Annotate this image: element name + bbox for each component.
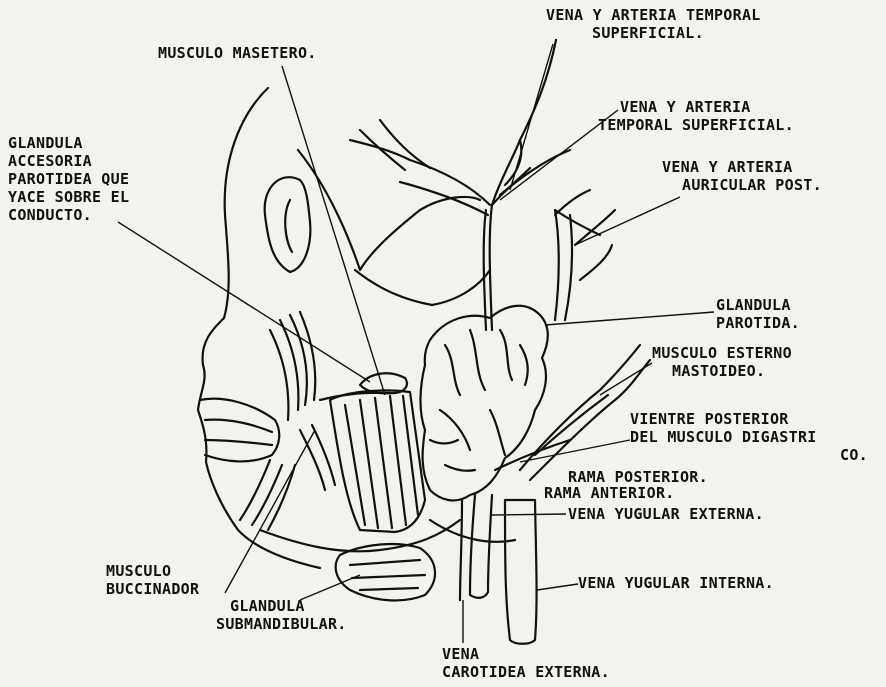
label-line: PAROTIDA. [716,314,800,332]
leader-masetero [282,66,385,395]
label-musculo-buccinador: MUSCULO BUCCINADOR [106,562,199,598]
external-jugular-vein [470,495,492,598]
leader-yugular-int [537,584,578,590]
leader-accesoria [118,222,370,382]
label-line: ACCESORIA [8,152,129,170]
leader-buccinador [225,430,315,593]
label-line: CAROTIDEA EXTERNA. [442,663,610,681]
label-esterno-mastoideo: MUSCULO ESTERNO MASTOIDEO. [652,344,792,380]
leader-temporal-top [510,44,553,190]
label-line: VIENTRE POSTERIOR [630,410,868,428]
label-line: MASTOIDEO. [652,362,792,380]
label-yugular-externa: VENA YUGULAR EXTERNA. [568,505,764,523]
label-carotidea-externa: VENA CAROTIDEA EXTERNA. [442,645,610,681]
label-digastrico: VIENTRE POSTERIOR DEL MUSCULO DIGASTRI C… [630,410,868,464]
label-line: DEL MUSCULO DIGASTRI [630,428,868,446]
label-line: CO. [630,446,868,464]
label-line: VENA Y ARTERIA [662,158,822,176]
label-line: GLANDULA [8,134,129,152]
label-rama-anterior: RAMA ANTERIOR. [544,484,675,502]
label-line: VENA [442,645,610,663]
label-yugular-interna: VENA YUGULAR INTERNA. [578,574,774,592]
internal-jugular-vein [505,500,537,644]
label-temporal-superficial-mid: VENA Y ARTERIA TEMPORAL SUPERFICIAL. [620,98,794,134]
label-line: GLANDULA [230,597,347,615]
label-glandula-accesoria: GLANDULA ACCESORIA PAROTIDEA QUE YACE SO… [8,134,129,224]
label-musculo-masetero: MUSCULO MASETERO. [158,44,317,62]
label-line: MUSCULO [106,562,199,580]
label-line: BUCCINADOR [106,580,199,598]
external-carotid [460,500,462,600]
temporal-vessel [490,40,556,330]
label-glandula-parotida: GLANDULA PAROTIDA. [716,296,800,332]
parotid-gland [420,306,547,501]
face-profile [198,88,320,568]
label-line: GLANDULA [716,296,800,314]
label-line: SUPERFICIAL. [546,24,761,42]
label-auricular-post: VENA Y ARTERIA AURICULAR POST. [662,158,822,194]
label-line: AURICULAR POST. [662,176,822,194]
submandibular-gland [336,544,435,600]
label-line: MUSCULO ESTERNO [652,344,792,362]
buccinator-muscle [270,312,315,420]
leader-auricular [575,197,680,245]
label-line: RAMA ANTERIOR. [544,484,675,502]
label-line: VENA Y ARTERIA [620,98,794,116]
label-line: VENA Y ARTERIA TEMPORAL [546,6,761,24]
label-line: VENA YUGULAR INTERNA. [578,574,774,592]
label-glandula-submandibular: GLANDULA SUBMANDIBULAR. [230,597,347,633]
label-line: CONDUCTO. [8,206,129,224]
auricular-vessel [555,210,600,320]
leader-yugular-ext [492,514,566,515]
label-line: TEMPORAL SUPERFICIAL. [598,116,794,134]
label-line: SUBMANDIBULAR. [216,615,347,633]
label-line: YACE SOBRE EL [8,188,129,206]
label-line: PAROTIDEA QUE [8,170,129,188]
ear-outline [265,177,311,272]
leader-parotida [545,312,714,325]
label-line: MUSCULO MASETERO. [158,44,317,62]
label-line: VENA YUGULAR EXTERNA. [568,505,764,523]
label-temporal-superficial-top: VENA Y ARTERIA TEMPORAL SUPERFICIAL. [546,6,761,42]
